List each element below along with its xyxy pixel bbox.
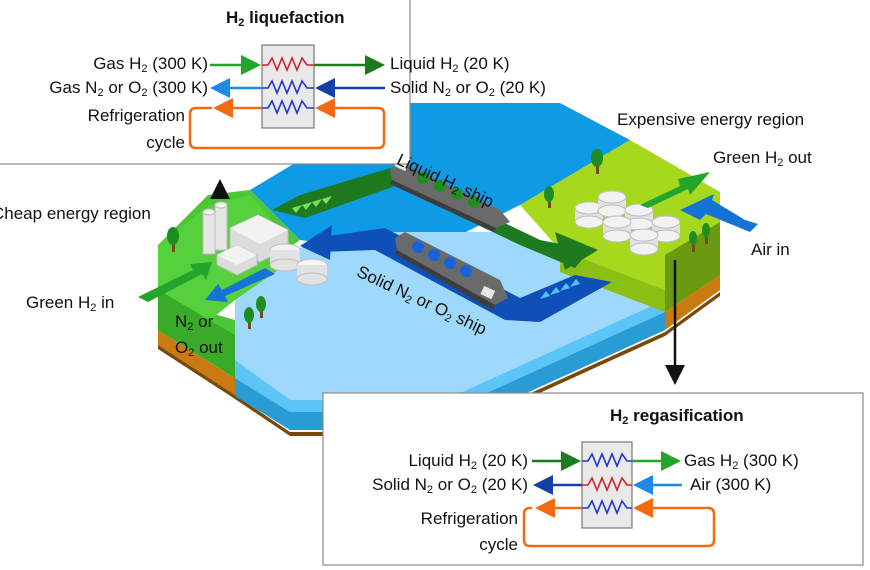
liquefaction-title: H2 liquefaction xyxy=(226,8,345,29)
green-h2-in-arrow xyxy=(138,262,212,302)
tree-icon xyxy=(702,223,710,244)
tree-icon xyxy=(591,149,603,174)
air-in-label: Air (300 K) xyxy=(690,475,772,494)
liquid-h2-route-arrowhead xyxy=(555,232,598,270)
tree-icon xyxy=(689,231,697,252)
refrigeration-label-line2: cycle xyxy=(479,535,518,554)
hx-coil-cold-2 xyxy=(582,498,632,516)
tree-icon xyxy=(544,186,554,208)
liquid-h2-route-chevrons xyxy=(292,196,332,213)
gas-h2-in-label: Gas H2 (300 K) xyxy=(93,54,208,75)
refrigeration-loop-return xyxy=(522,498,716,548)
liquid-h2-in-label: Liquid H2 (20 K) xyxy=(408,451,528,472)
gas-n2o2-out-label: Gas N2 or O2 (300 K) xyxy=(49,78,208,99)
refrigeration-loop-return xyxy=(188,98,386,150)
trees xyxy=(167,149,710,329)
cheap-land-side xyxy=(158,290,235,378)
regasification-tanks xyxy=(574,190,681,256)
expensive-energy-region-label: Expensive energy region xyxy=(617,110,805,129)
water-side xyxy=(235,312,665,430)
water-light xyxy=(235,232,665,410)
map-block xyxy=(138,103,758,436)
green-h2-out-arrow xyxy=(640,172,710,208)
refrigeration-label-line1: Refrigeration xyxy=(87,106,185,125)
hx-coil-hot xyxy=(262,55,314,73)
liquid-h2-out-label: Liquid H2 (20 K) xyxy=(390,54,510,75)
green-h2-out-label: Green H2 out xyxy=(713,148,812,169)
solid-n2o2-ship xyxy=(395,232,508,310)
expensive-land-side xyxy=(665,222,720,312)
n2o2-out-label-line2: O2 out xyxy=(175,338,223,359)
liquid-h2-route xyxy=(272,168,590,268)
n2o2-out-arrow xyxy=(205,268,275,302)
air-in-label: Air in xyxy=(751,240,790,259)
regasification-diagram xyxy=(522,441,716,548)
heat-exchanger xyxy=(581,441,633,529)
gas-h2-out-label: Gas H2 (300 K) xyxy=(684,451,799,472)
air-in-arrow xyxy=(680,194,758,232)
solid-n2o2-in-label: Solid N2 or O2 (20 K) xyxy=(390,78,546,99)
liquefaction-plant xyxy=(202,201,328,286)
green-h2-in-label: Green H2 in xyxy=(26,293,115,314)
tree-icon xyxy=(256,296,266,318)
cheap-energy-region-label: Cheap energy region xyxy=(0,204,151,223)
refrigeration-label-line2: cycle xyxy=(146,133,185,152)
soil-base xyxy=(158,318,235,395)
regasification-title: H2 regasification xyxy=(610,406,744,427)
hx-coil-hot xyxy=(582,475,632,493)
tree-icon xyxy=(244,307,254,329)
liquefaction-panel xyxy=(0,0,411,165)
soil-base-right xyxy=(665,275,720,330)
hx-coil-cold-2 xyxy=(262,98,314,116)
water-side-mid xyxy=(235,300,665,412)
hx-coil-cold-1 xyxy=(262,78,314,96)
liquefaction-diagram xyxy=(188,44,386,150)
solid-n2o2-route-chevrons xyxy=(540,279,580,299)
solid-n2o2-out-label: Solid N2 or O2 (20 K) xyxy=(372,475,528,496)
n2o2-out-label-line1: N2 or xyxy=(175,312,214,333)
solid-n2o2-route-arrowhead xyxy=(300,225,332,260)
tree-icon xyxy=(167,227,179,252)
expensive-land-front xyxy=(560,250,665,312)
refrigeration-label-line1: Refrigeration xyxy=(420,509,518,528)
refrigeration-loop-left xyxy=(188,106,212,118)
hx-coil-cold-1 xyxy=(582,451,632,469)
